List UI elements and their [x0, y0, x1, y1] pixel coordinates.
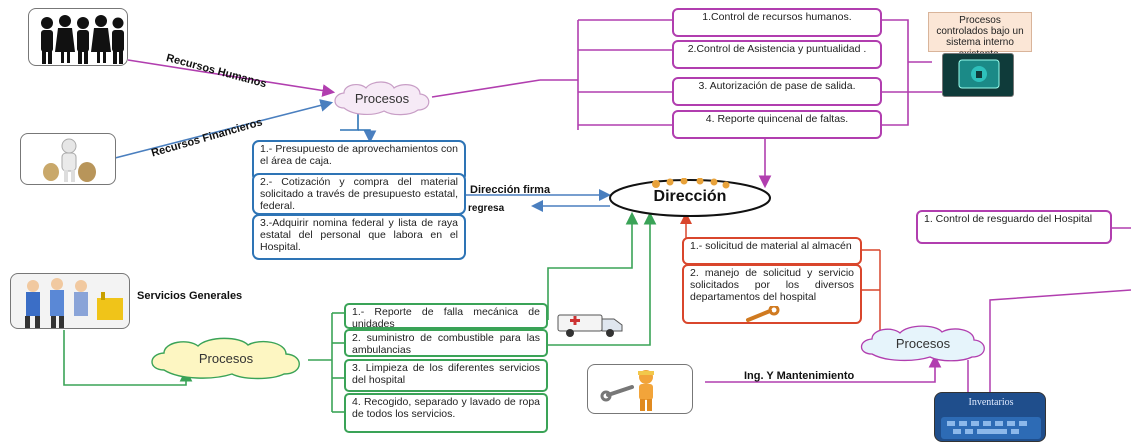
procesos-cloud-left: Procesos [144, 336, 308, 380]
inventarios-picture: Inventarios [934, 392, 1046, 442]
cloud-shape [334, 81, 430, 116]
rf-item-3: 3.-Adquirir nomina federal y lista de ra… [252, 214, 466, 260]
ambulance-icon [557, 314, 623, 337]
sg-item-4: 4. Recogido, separado y lavado de ropa d… [344, 393, 548, 433]
rh-item-4: 4. Reporte quincenal de faltas. [672, 110, 882, 139]
rf-item-2: 2.- Cotización y compra del material sol… [252, 173, 466, 215]
inventarios-label: Inventarios [968, 397, 1014, 408]
money-bag-figure-icon [43, 138, 96, 182]
procesos-top-text: Procesos [354, 90, 410, 106]
computer-picture [942, 53, 1014, 97]
sg-item-3: 3. Limpieza de los diferentes servicios … [344, 359, 548, 392]
sg-item-2: 2. suministro de combustible para las am… [344, 329, 548, 357]
direccion-ellipse [609, 178, 771, 217]
servicios-generales-picture [10, 273, 130, 329]
rh-note: Procesos controlados bajo un sistema int… [928, 12, 1032, 60]
cloud-shape [151, 337, 300, 380]
hospital-resguardo-box: 1. Control de resguardo del Hospital [916, 210, 1112, 244]
rh-item-3: 3. Autorización de pase de salida. [672, 77, 882, 106]
procesos-cloud-right: Procesos [856, 324, 990, 362]
ing-item-1: 1.- solicitud de material al almacén [682, 237, 862, 265]
wrench-icon [746, 306, 780, 322]
monitor-icon [958, 59, 1000, 89]
cloud-shape [860, 325, 985, 362]
keyboard-hands-icon [941, 417, 1041, 439]
servicios-generales-label: Servicios Generales [137, 290, 243, 302]
workers-icon [25, 278, 123, 328]
direccion-text: Dirección [653, 188, 727, 205]
procesos-right-text: Procesos [895, 335, 951, 351]
recursos-financieros-picture [20, 133, 116, 185]
mantenimiento-picture [587, 364, 693, 414]
sg-item-1: 1.- Reporte de falla mecánica de unidade… [344, 303, 548, 330]
people-silhouettes-icon [41, 15, 124, 64]
direccion-firma-label: Dirección firma [470, 184, 551, 196]
procesos-cloud-top: Procesos [330, 80, 434, 116]
rh-item-2: 2.Control de Asistencia y puntualidad . [672, 40, 882, 69]
recursos-humanos-picture [28, 8, 128, 66]
direccion-node: Dirección [608, 178, 772, 218]
regresa-label: regresa [468, 203, 505, 214]
procesos-left-text: Procesos [198, 350, 254, 366]
worker-wrench-icon [600, 370, 654, 411]
rh-item-1: 1.Control de recursos humanos. [672, 8, 882, 37]
ing-mantenimiento-label: Ing. Y Mantenimiento [744, 370, 855, 382]
